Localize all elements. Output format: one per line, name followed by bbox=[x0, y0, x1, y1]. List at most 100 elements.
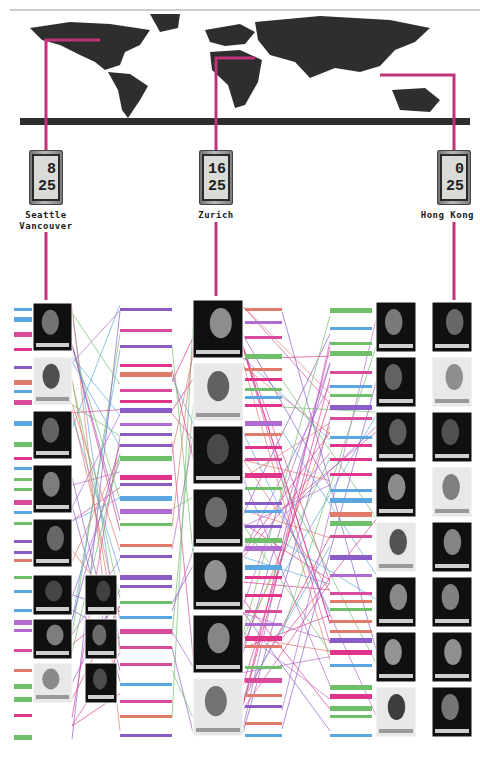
link-line bbox=[282, 509, 376, 715]
photo-frame bbox=[33, 357, 72, 405]
name-strip bbox=[36, 505, 69, 509]
photo-frame bbox=[432, 302, 472, 352]
name-strip bbox=[36, 695, 69, 699]
topic-bar bbox=[245, 354, 282, 359]
clock-display: 16 25 bbox=[204, 156, 228, 199]
topic-bar bbox=[120, 700, 172, 703]
topic-bar bbox=[14, 590, 32, 593]
topic-bar bbox=[120, 663, 172, 666]
topic-bar bbox=[120, 601, 172, 604]
photo-frame bbox=[376, 577, 416, 627]
link-line bbox=[172, 631, 194, 668]
topic-bar bbox=[120, 523, 172, 526]
photo-frame bbox=[193, 615, 243, 673]
portrait-face bbox=[47, 526, 64, 551]
topic-bar bbox=[14, 317, 32, 322]
photo-frame bbox=[432, 357, 472, 407]
clock-time: 0 25 bbox=[444, 161, 464, 195]
photo-frame bbox=[432, 687, 472, 737]
topic-bar bbox=[14, 478, 32, 481]
topic-bar bbox=[120, 423, 172, 426]
topic-bar bbox=[14, 684, 32, 689]
topic-bar bbox=[14, 576, 32, 579]
topic-bar bbox=[245, 565, 282, 570]
topic-bar bbox=[14, 308, 32, 311]
portrait-face bbox=[388, 694, 406, 720]
city-label: Hong Kong bbox=[410, 210, 474, 221]
topic-bar bbox=[330, 694, 372, 699]
topic-bar bbox=[14, 697, 32, 702]
topic-bar bbox=[245, 666, 282, 669]
topic-bar bbox=[14, 669, 32, 672]
portrait-face bbox=[385, 364, 403, 390]
link-line bbox=[282, 312, 376, 650]
link-line bbox=[72, 345, 120, 520]
topic-bar bbox=[14, 620, 32, 625]
link-line bbox=[243, 363, 330, 653]
topic-bar bbox=[330, 535, 372, 538]
topic-bar bbox=[330, 512, 372, 517]
topic-bar bbox=[14, 522, 32, 525]
photo-frame bbox=[376, 687, 416, 737]
name-strip bbox=[379, 454, 413, 458]
photo-frame bbox=[193, 426, 243, 484]
link-line bbox=[72, 477, 120, 670]
topic-bar bbox=[120, 408, 172, 413]
topic-bar bbox=[330, 473, 372, 476]
topic-bar bbox=[245, 458, 282, 461]
topic-bar bbox=[120, 364, 172, 367]
link-lines bbox=[72, 305, 376, 739]
portrait-face bbox=[205, 560, 227, 590]
name-strip bbox=[379, 509, 413, 513]
photo-frame bbox=[432, 467, 472, 517]
topic-bar bbox=[245, 734, 282, 737]
name-strip bbox=[36, 607, 69, 611]
topic-bar bbox=[245, 446, 282, 449]
name-strip bbox=[435, 509, 469, 513]
topic-bar bbox=[245, 396, 282, 399]
topic-bar bbox=[330, 630, 372, 633]
topic-bar bbox=[14, 467, 32, 470]
link-line bbox=[243, 306, 330, 393]
link-line bbox=[172, 548, 194, 611]
topic-bar bbox=[120, 646, 172, 649]
topic-bar bbox=[330, 394, 372, 397]
topic-bar bbox=[330, 734, 372, 737]
topic-bar bbox=[14, 400, 32, 405]
link-line bbox=[282, 431, 376, 574]
link-line bbox=[243, 460, 330, 481]
portrait-photos bbox=[33, 300, 472, 737]
link-line bbox=[243, 306, 330, 403]
link-line bbox=[243, 557, 330, 584]
topic-bar bbox=[245, 308, 282, 311]
topic-bar bbox=[245, 594, 282, 597]
topic-bar bbox=[245, 645, 282, 648]
photo-frame bbox=[33, 663, 72, 703]
name-strip bbox=[379, 564, 413, 568]
topic-bar bbox=[245, 321, 282, 324]
photo-frame bbox=[432, 632, 472, 682]
topic-bar bbox=[245, 546, 282, 551]
portrait-face bbox=[205, 497, 227, 527]
name-strip bbox=[196, 728, 240, 732]
link-line bbox=[243, 420, 330, 733]
photo-frame bbox=[193, 363, 243, 421]
link-line bbox=[282, 519, 376, 638]
portrait-face bbox=[46, 625, 63, 646]
topic-bar bbox=[245, 510, 282, 513]
name-strip bbox=[196, 476, 240, 480]
link-line bbox=[243, 426, 330, 646]
name-strip bbox=[36, 559, 69, 563]
name-strip bbox=[196, 350, 240, 354]
clock-body: 8 25 bbox=[29, 150, 63, 205]
topic-bars bbox=[14, 308, 372, 740]
link-line bbox=[172, 306, 194, 718]
topic-bar bbox=[330, 706, 372, 711]
photo-frame bbox=[432, 412, 472, 462]
link-line bbox=[72, 311, 120, 739]
topic-bar bbox=[120, 616, 172, 619]
name-strip bbox=[435, 344, 469, 348]
link-line bbox=[72, 381, 120, 598]
clock-body: 16 25 bbox=[199, 150, 233, 205]
topic-bar bbox=[330, 371, 372, 374]
